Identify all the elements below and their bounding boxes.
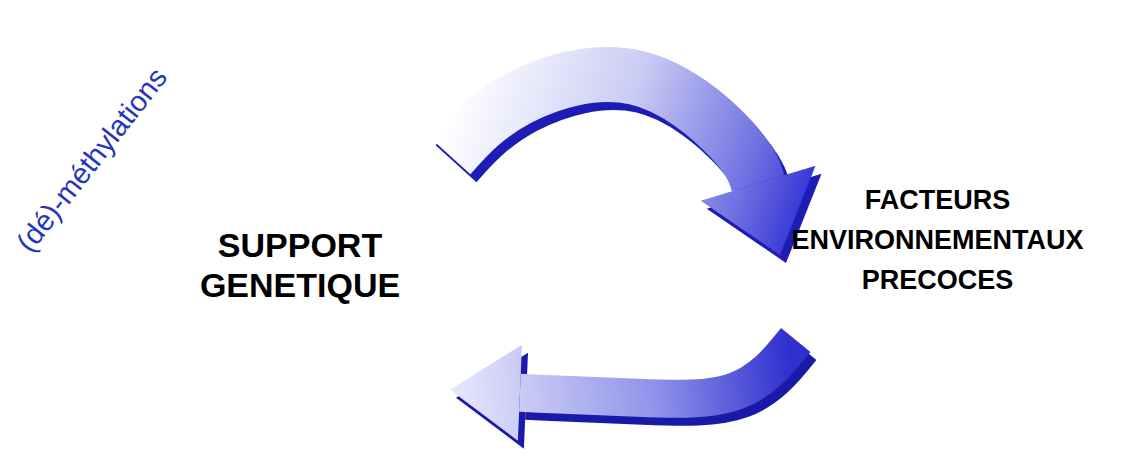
curved-arrow (450, 340, 802, 449)
node-label: SUPPORT GENETIQUE (180, 225, 420, 305)
arrowhead (450, 345, 522, 441)
curved-arrow (450, 75, 822, 263)
arrow-shaft (450, 75, 758, 184)
text-node: FACTEURS ENVIRONNEMENTAUX PRECOCES (780, 140, 1095, 340)
node-label: FACTEURS ENVIRONNEMENTAUX PRECOCES (780, 180, 1095, 300)
annotation-label: (dé)-méthylations (10, 62, 174, 259)
arrow-shaft (520, 340, 796, 399)
text-node: SUPPORT GENETIQUE (150, 135, 450, 395)
